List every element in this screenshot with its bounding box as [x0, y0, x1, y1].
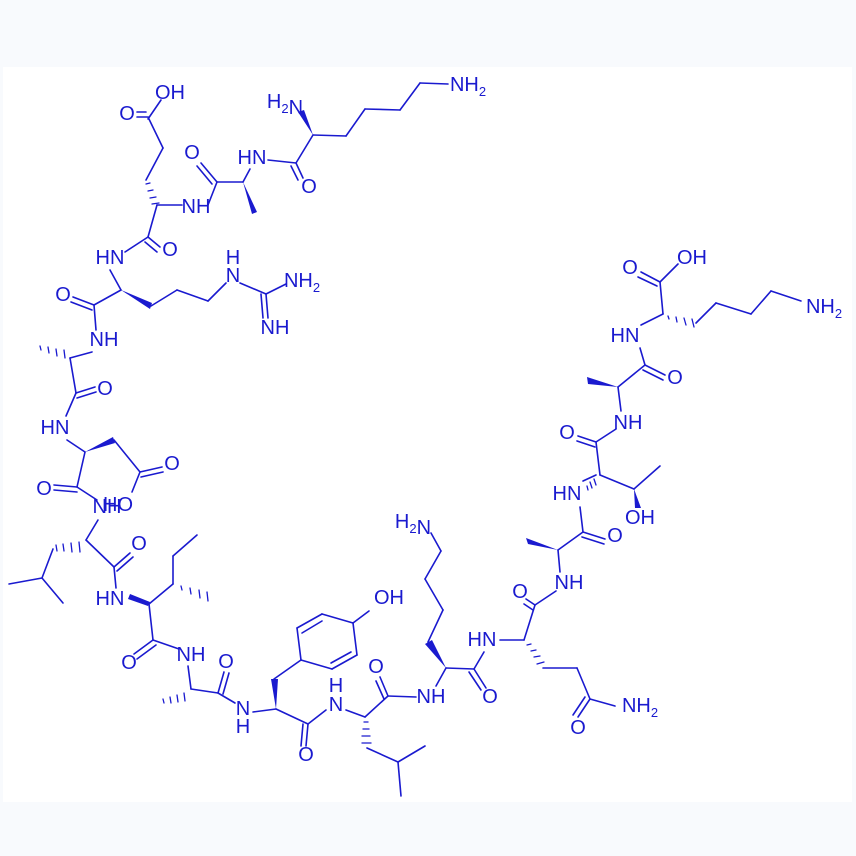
atom-label-lys1-o: O	[301, 176, 317, 198]
atom-label-ala3-o: O	[218, 651, 234, 673]
atom-label-ala4-o: O	[512, 581, 528, 603]
atom-label-arg-o: O	[55, 284, 71, 306]
atom-label-asp-oh: HO	[103, 494, 133, 516]
atom-label-asp-o: O	[164, 453, 180, 475]
atom-label-leu1-nh: NH	[93, 496, 122, 518]
atom-label-ala4-nh: NH	[555, 572, 584, 594]
structure-panel	[3, 67, 852, 802]
atom-label-lys2-nh: NH	[417, 686, 446, 708]
atom-label-lys1-nh2-term: H2N	[267, 91, 303, 119]
atom-label-glu-amide-o: O	[162, 239, 178, 261]
atom-label-gln-nh2: NH2	[622, 695, 658, 720]
atom-label-thr-oh: OH	[625, 507, 655, 529]
atom-label-leu2-nh-h: H	[329, 675, 343, 697]
atom-label-lys3-nh2: NH2	[806, 296, 842, 321]
atom-label-lys3-o: O	[622, 257, 638, 279]
atom-label-tyr-o: O	[298, 744, 314, 766]
atom-label-ile-o: O	[121, 652, 137, 674]
atom-label-lys1-nh2-side: NH2	[450, 74, 486, 99]
atom-label-glu-o: O	[119, 103, 135, 125]
atom-label-thr-hn: HN	[553, 483, 582, 505]
atom-label-tyr-oh: OH	[374, 587, 404, 609]
atom-label-ala5-o: O	[607, 525, 623, 547]
atom-label-glu-oh: OH	[155, 82, 185, 104]
atom-label-lys2-o: O	[482, 686, 498, 708]
atom-label-arg-guan-nh2: NH2	[284, 270, 320, 295]
atom-label-thr-o: O	[559, 422, 575, 444]
atom-label-ala1-o: O	[184, 142, 200, 164]
atom-label-gln-hn: HN	[468, 629, 497, 651]
atom-label-leu1-o: O	[131, 533, 147, 555]
atom-label-lys3-oh: OH	[677, 247, 707, 269]
atom-label-ala2-nh: NH	[90, 329, 119, 351]
atom-label-ile-hn: HN	[96, 588, 125, 610]
atom-label-arg-guan-nh: NH	[261, 317, 290, 339]
atom-label-tyr-nh-n: N	[236, 698, 250, 720]
atom-label-gln-o: O	[570, 717, 586, 739]
atom-label-arg-guan-n: N	[226, 265, 240, 287]
atom-label-ala3-nh: NH	[177, 644, 206, 666]
atom-label-tyr-nh-h: H	[236, 716, 250, 738]
atom-label-lys3-hn: HN	[611, 325, 640, 347]
atom-label-asp-amide-o: O	[36, 478, 52, 500]
atom-label-glu-nh: NH	[182, 196, 211, 218]
bonds	[8, 82, 802, 797]
atom-label-ala1-hn: HN	[238, 147, 267, 169]
atom-label-asp-hn: HN	[41, 417, 70, 439]
atom-label-arg-guan-h: H	[226, 247, 240, 269]
atom-label-leu2-nh-n: N	[329, 694, 343, 716]
atom-label-ala5-nh: NH	[614, 412, 643, 434]
atom-label-lys2-h2n: H2N	[395, 511, 431, 539]
atom-label-ala2-o: O	[97, 378, 113, 400]
atom-label-ala6-o: O	[667, 367, 683, 389]
atom-label-leu2-o: O	[368, 656, 384, 678]
atom-label-arg-hn: HN	[96, 247, 125, 269]
